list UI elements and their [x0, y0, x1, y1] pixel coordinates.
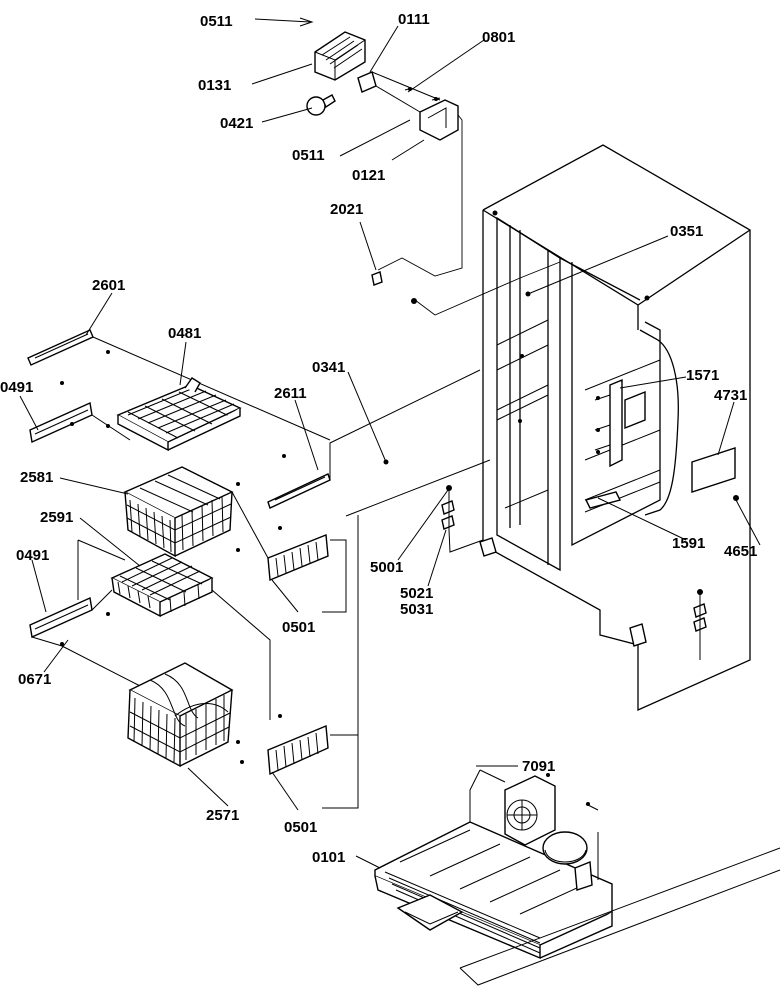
label-2601: 2601 — [92, 277, 125, 294]
cover-4731 — [691, 447, 736, 493]
connector-2021 — [371, 271, 383, 286]
label-0121: 0121 — [352, 167, 385, 184]
freezer-cabinet — [479, 144, 751, 712]
label-0481: 0481 — [168, 325, 201, 342]
label-5001: 5001 — [370, 559, 403, 576]
label-5021: 5021 — [400, 585, 433, 602]
damper-1571 — [594, 378, 646, 468]
leader-lines — [19, 17, 761, 869]
basket-2571 — [127, 662, 234, 768]
label-2591: 2591 — [40, 509, 73, 526]
label-0511-mid: 0511 — [292, 147, 325, 164]
label-0501-upper: 0501 — [282, 619, 315, 636]
basket-2591 — [110, 553, 214, 618]
rail-0491-upper — [29, 401, 93, 444]
rail-0501-upper — [267, 534, 329, 582]
rail-0501-lower — [267, 724, 329, 776]
label-7091: 7091 — [522, 758, 555, 775]
label-0101: 0101 — [312, 849, 345, 866]
fasteners-right — [693, 589, 707, 660]
label-1571: 1571 — [686, 367, 719, 384]
label-0111: 0111 — [398, 11, 430, 28]
rail-2611 — [267, 473, 331, 509]
fasteners-5001 — [441, 485, 484, 553]
label-0131: 0131 — [198, 77, 231, 94]
label-5031: 5031 — [400, 601, 433, 618]
light-housing-assembly — [306, 31, 459, 141]
rail-2601 — [27, 329, 94, 366]
label-0511-top: 0511 — [200, 13, 233, 30]
basket-2581 — [123, 466, 234, 558]
label-0491-lower: 0491 — [16, 547, 49, 564]
label-0421: 0421 — [220, 115, 253, 132]
wire-shelf-0481 — [116, 377, 242, 452]
label-0501-lower: 0501 — [284, 819, 317, 836]
label-0491-upper: 0491 — [0, 379, 33, 396]
floor-line — [459, 847, 781, 986]
rail-0491-lower — [29, 596, 93, 639]
machine-compartment-0101 — [374, 769, 613, 960]
label-2571: 2571 — [206, 807, 239, 824]
label-0351: 0351 — [670, 223, 703, 240]
label-2581: 2581 — [20, 469, 53, 486]
label-0801: 0801 — [482, 29, 515, 46]
label-0671: 0671 — [18, 671, 51, 688]
label-4651: 4651 — [724, 543, 757, 560]
label-4731: 4731 — [714, 387, 747, 404]
connector-wire — [414, 261, 561, 316]
label-2021: 2021 — [330, 201, 363, 218]
part-labels: 0511 0111 0801 0131 0421 0511 0121 2021 … — [0, 11, 757, 866]
label-0341: 0341 — [312, 359, 345, 376]
light-wire — [377, 114, 463, 277]
label-1591: 1591 — [672, 535, 705, 552]
label-2611: 2611 — [274, 385, 307, 402]
